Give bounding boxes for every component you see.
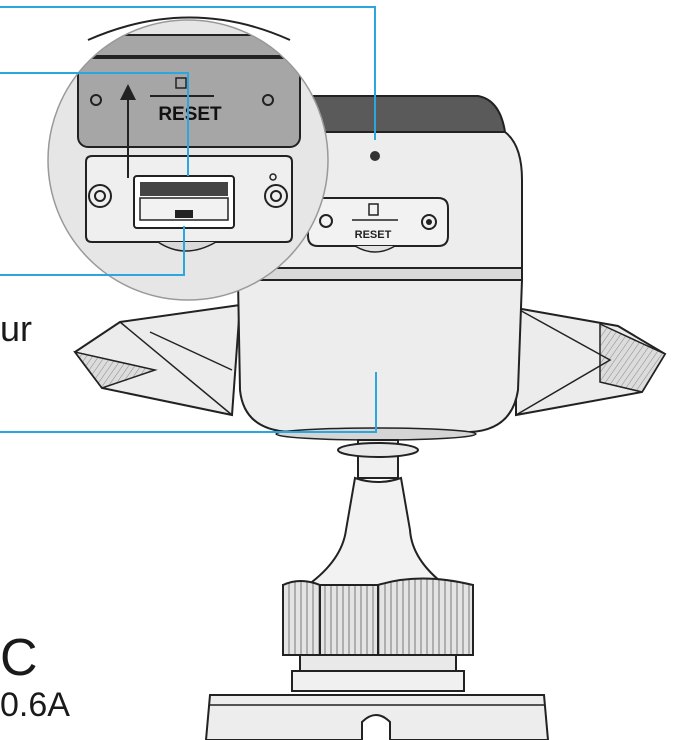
cropped-text-amps: 0.6A	[0, 686, 70, 724]
callout-lines	[0, 6, 377, 433]
mount-collar	[282, 577, 474, 692]
body-reset-panel	[307, 197, 449, 253]
right-wing	[497, 306, 667, 417]
body-reset-label: RESET	[355, 229, 392, 241]
camera-top-cap	[294, 95, 507, 133]
callout-usb	[0, 226, 185, 276]
callout-top	[0, 6, 376, 140]
mount-base	[204, 694, 550, 740]
zoom-reset-label: RESET	[158, 104, 222, 125]
sensor-dot	[370, 151, 380, 161]
mount-neck	[304, 439, 448, 586]
left-wing	[73, 303, 242, 417]
callout-body	[0, 372, 377, 433]
callout-sd-slot	[0, 72, 189, 176]
cropped-text-c: C	[0, 629, 38, 687]
cropped-text-ur: ur	[0, 308, 33, 349]
